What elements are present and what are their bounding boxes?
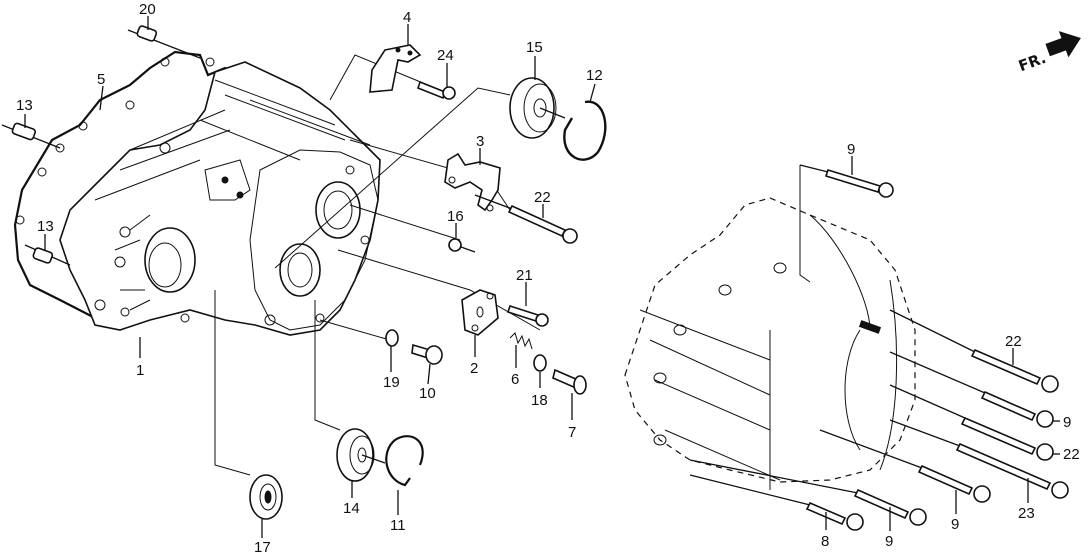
bolt-9-right [889,351,1054,428]
spring-6 [509,332,533,350]
nut-16 [448,238,476,253]
callout-9-right: 9 [1063,414,1071,431]
bolt-9-lower-middle [689,459,927,526]
bolt-10 [411,343,443,365]
front-direction-indicator: FR. [1016,31,1081,75]
dowel-pin-13-lower [24,244,71,266]
callout-6: 6 [511,371,519,388]
callout-10: 10 [419,385,436,402]
bolt-22-right-lower [889,384,1054,461]
transmission-housing-left [13,50,381,336]
callout-labels: 20 5 13 13 1 4 24 15 12 3 22 16 21 2 6 1… [16,1,1080,554]
callout-3: 3 [476,133,484,150]
bolt-7 [552,368,587,395]
bearing-15 [509,77,566,139]
callout-18: 18 [531,392,548,409]
callout-8: 8 [821,533,829,550]
callout-22-upper: 22 [534,189,551,206]
bolt-24 [417,80,456,100]
callout-24: 24 [437,47,454,64]
callout-16: 16 [447,208,464,225]
callout-9-lower-middle: 9 [885,533,893,550]
bolt-22-right-upper [889,309,1059,393]
bracket-3 [444,152,501,212]
oil-seal-17 [249,474,283,520]
callout-leaders [24,16,1060,538]
callout-22-right-upper: 22 [1005,333,1022,350]
bolt-21 [506,304,549,327]
callout-15: 15 [526,39,543,56]
washer-18 [533,354,547,372]
callout-17: 17 [254,539,271,554]
washer-19 [385,329,399,347]
bearing-14 [336,428,386,482]
cover-2 [461,289,499,336]
callout-23: 23 [1018,505,1035,522]
callout-14: 14 [343,500,360,517]
bolt-22-upper [474,194,578,244]
callout-22-right-lower: 22 [1063,446,1080,463]
callout-19: 19 [383,374,400,391]
callout-5: 5 [97,71,105,88]
callout-1: 1 [136,362,144,379]
callout-9-top: 9 [847,141,855,158]
gasket [13,50,251,319]
bolt-23 [889,419,1069,499]
bolt-9-lower-right [819,429,991,503]
bolt-9-top [799,164,894,198]
callout-4: 4 [403,9,411,26]
front-label: FR. [1016,49,1048,75]
bolt-8 [689,474,864,531]
callout-21: 21 [516,267,533,284]
dowel-pin-20 [127,25,201,59]
circlip-12 [563,100,607,161]
transmission-housing-right [624,165,916,490]
callout-2: 2 [470,360,478,377]
circlip-11 [385,435,424,487]
callout-9-lower-right: 9 [951,516,959,533]
dowel-pin-13-upper [1,122,61,149]
callout-11: 11 [390,517,406,534]
callout-13-lower: 13 [37,218,54,235]
callout-20: 20 [139,1,156,18]
callout-7: 7 [568,424,576,441]
front-arrow-icon [1045,31,1081,58]
callout-13-upper: 13 [16,97,33,114]
callout-12: 12 [586,67,603,84]
bracket-4 [369,44,422,93]
